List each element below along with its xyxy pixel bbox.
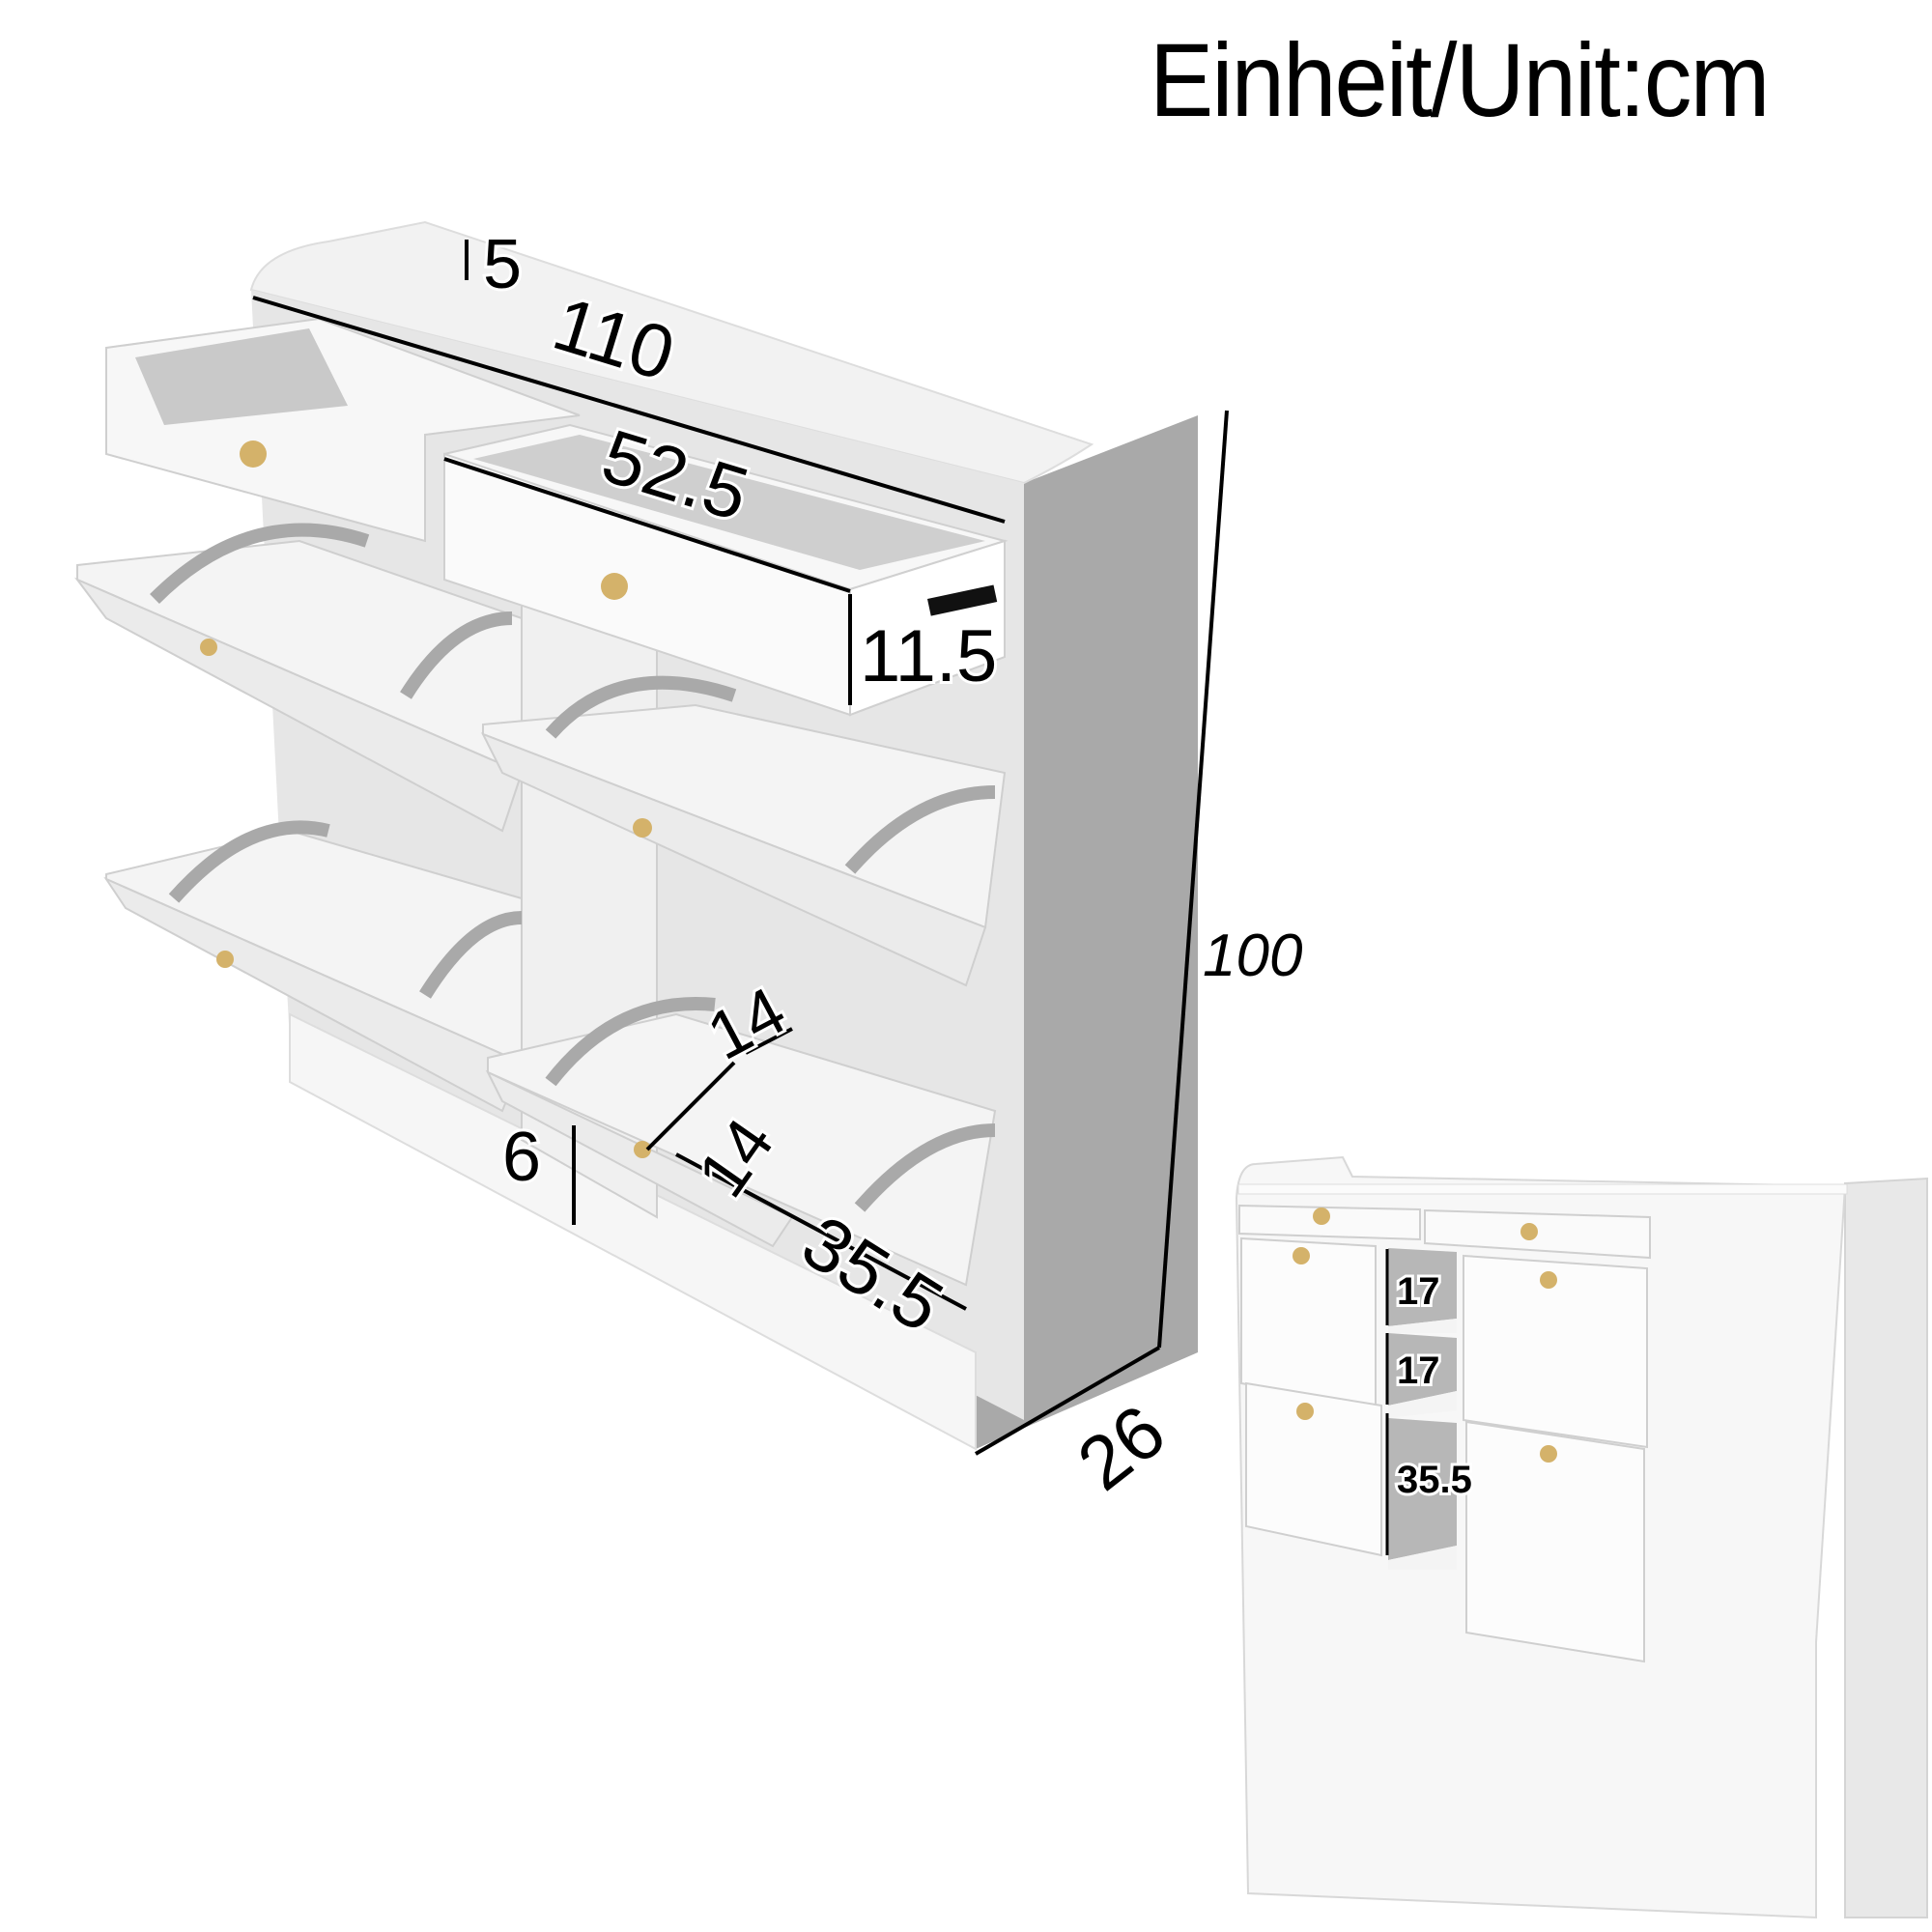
drawer-left[interactable]: [105, 317, 581, 543]
side-panel: [1844, 1177, 1928, 1918]
knob-icon: [240, 440, 267, 468]
knob-icon: [634, 1141, 651, 1158]
dim-shelf-3-height: 35.5: [1397, 1459, 1472, 1501]
dim-total-height: 100: [1203, 923, 1302, 989]
knob-icon: [1540, 1271, 1557, 1289]
knob-icon: [1540, 1445, 1557, 1463]
dim-base-height: 6: [502, 1119, 541, 1196]
flip-door-top-left[interactable]: [73, 523, 524, 833]
flip-door-top-right[interactable]: [480, 675, 1007, 987]
dim-drawer-height: 11.5: [860, 615, 997, 697]
unit-title: Einheit/Unit:cm: [1150, 21, 1770, 138]
knob-icon: [1313, 1208, 1330, 1225]
main-cabinet-view: 5 110 52.5 11.5 100 26 35.5 14 14 6: [73, 220, 1305, 1510]
dim-depth: 26: [1062, 1388, 1180, 1507]
flip-door-bottom-left[interactable]: [103, 820, 524, 1113]
drawer-right[interactable]: [443, 423, 1009, 717]
knob-icon: [1296, 1403, 1314, 1420]
dim-shelf-2-height: 17: [1397, 1350, 1440, 1392]
top-rail: [249, 220, 1094, 485]
dim-shelf-1-height: 17: [1397, 1270, 1440, 1313]
front-cabinet-view: 17 17 35.5: [1235, 1155, 1928, 1919]
flip-door-top-right[interactable]: [1463, 1254, 1648, 1449]
drawer-left[interactable]: [1238, 1204, 1421, 1241]
knob-icon: [633, 818, 652, 838]
base-plinth: [289, 1012, 977, 1451]
knob-icon: [200, 639, 217, 656]
knob-icon: [601, 573, 628, 600]
dim-rail-height: 5: [483, 226, 522, 303]
side-panel: [976, 415, 1198, 1449]
flip-door-bottom-left[interactable]: [1245, 1381, 1382, 1557]
knob-icon: [1293, 1247, 1310, 1264]
open-shelves: [1388, 1248, 1457, 1570]
dimension-lines: [252, 240, 1229, 1456]
knob-icon: [216, 951, 234, 968]
flip-door-top-left[interactable]: [1240, 1236, 1377, 1407]
flip-door-bottom-right[interactable]: [485, 997, 997, 1287]
drawer-slide: [926, 584, 998, 616]
flip-door-bottom-right[interactable]: [1465, 1420, 1645, 1663]
knob-icon: [1520, 1223, 1538, 1240]
